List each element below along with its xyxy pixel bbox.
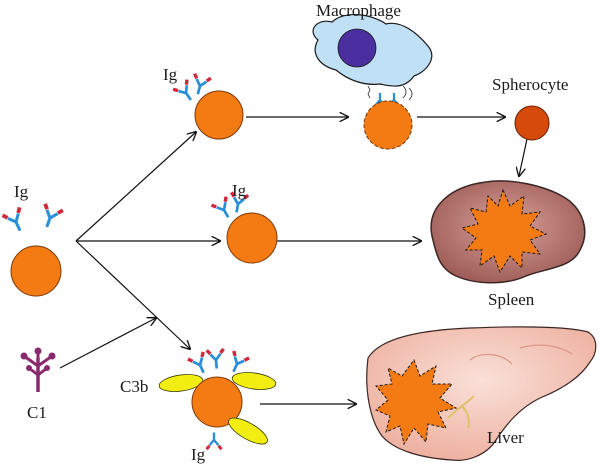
spleen-label: Spleen bbox=[488, 290, 535, 309]
hemolysis-burst-spleen bbox=[460, 188, 548, 274]
liver-label: Liver bbox=[487, 428, 524, 447]
spherocyte-label: Spherocyte bbox=[492, 75, 568, 94]
c3b-fragment-lower bbox=[228, 417, 268, 445]
c1-label: C1 bbox=[27, 403, 47, 422]
macrophage-label: Macrophage bbox=[316, 1, 401, 20]
branch-arrows bbox=[59, 117, 528, 404]
c1-complement bbox=[20, 347, 56, 392]
spherocyte-cell bbox=[514, 105, 550, 141]
ig-label-middle: Ig bbox=[232, 181, 247, 200]
antibody-group-bottom bbox=[184, 346, 253, 379]
c3b-label: C3b bbox=[120, 377, 148, 396]
antibody-pair-left bbox=[0, 200, 67, 237]
red-blood-cell-ig-top bbox=[194, 90, 244, 140]
hemolysis-burst-liver bbox=[375, 358, 458, 446]
red-blood-cell-ig-middle bbox=[226, 212, 278, 264]
ig-label-bottom: Ig bbox=[191, 445, 206, 464]
ig-label-top: Ig bbox=[163, 65, 178, 84]
receptor-links bbox=[367, 85, 413, 101]
red-blood-cell-complement bbox=[191, 376, 243, 428]
macrophage-nucleus bbox=[337, 28, 377, 68]
ig-label-left: Ig bbox=[14, 182, 29, 201]
red-blood-cell-phagocytosed bbox=[363, 100, 413, 150]
antibody-bottom-single bbox=[204, 431, 224, 452]
c3b-fragment-left bbox=[158, 374, 204, 392]
c3b-fragment-right bbox=[231, 372, 277, 390]
red-blood-cell-start bbox=[10, 245, 62, 297]
